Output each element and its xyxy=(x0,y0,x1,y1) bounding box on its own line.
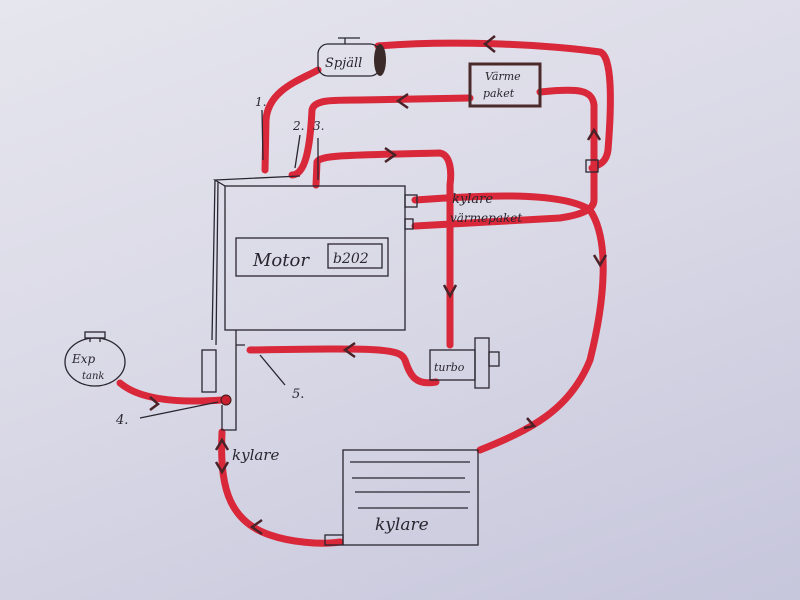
arrow-icon xyxy=(482,35,496,53)
svg-text:5.: 5. xyxy=(292,387,304,402)
svg-text:Exp: Exp xyxy=(71,352,96,366)
radiator: kylare xyxy=(324,449,479,546)
hose-exp-4 xyxy=(116,379,226,405)
hose-3-turbo xyxy=(312,149,455,349)
svg-text:turbo: turbo xyxy=(434,361,465,374)
hose-1-valve xyxy=(261,66,322,174)
lower-hose-label: kylare xyxy=(232,446,279,464)
outlet-heater-label: värmepaket xyxy=(450,211,522,225)
svg-text:4.: 4. xyxy=(115,413,128,428)
point-markers: 1. 2. 3. 4. 5. xyxy=(115,95,324,428)
valve: Spjäll xyxy=(317,37,386,77)
arrow-icon xyxy=(249,518,263,536)
arrow-icon xyxy=(384,146,398,164)
svg-text:paket: paket xyxy=(483,87,515,100)
arrow-icon xyxy=(395,92,409,110)
svg-text:2.: 2. xyxy=(292,119,304,133)
hose-valve-return xyxy=(374,39,614,172)
arrow-icon xyxy=(586,127,602,141)
arrow-icon xyxy=(523,417,537,430)
hose-2-heater xyxy=(288,94,474,179)
svg-text:Spjäll: Spjäll xyxy=(325,56,362,71)
arrow-icon xyxy=(214,437,230,475)
hose-turbo-5 xyxy=(246,345,440,387)
engine: Motor b202 xyxy=(201,175,418,431)
svg-text:3.: 3. xyxy=(313,119,324,133)
arrow-icon xyxy=(149,396,160,411)
svg-text:1.: 1. xyxy=(255,95,266,109)
svg-text:b202: b202 xyxy=(333,251,369,267)
turbo: turbo xyxy=(429,337,500,389)
heater-core: Värme paket xyxy=(468,62,542,108)
arrow-icon xyxy=(442,284,458,299)
svg-text:tank: tank xyxy=(82,371,104,382)
arrow-icon xyxy=(342,341,356,359)
svg-text:Värme: Värme xyxy=(485,70,521,83)
hose-heater-out xyxy=(411,86,598,230)
hose-lower xyxy=(218,428,344,547)
hose-kylare-out xyxy=(411,192,607,454)
svg-text:Motor: Motor xyxy=(252,250,310,271)
svg-text:kylare: kylare xyxy=(375,515,429,535)
expansion-tank: Exp tank xyxy=(64,331,126,387)
arrow-icon xyxy=(592,254,608,268)
outlet-radiator-label: kylare xyxy=(452,192,493,207)
t-fitting xyxy=(585,159,599,173)
